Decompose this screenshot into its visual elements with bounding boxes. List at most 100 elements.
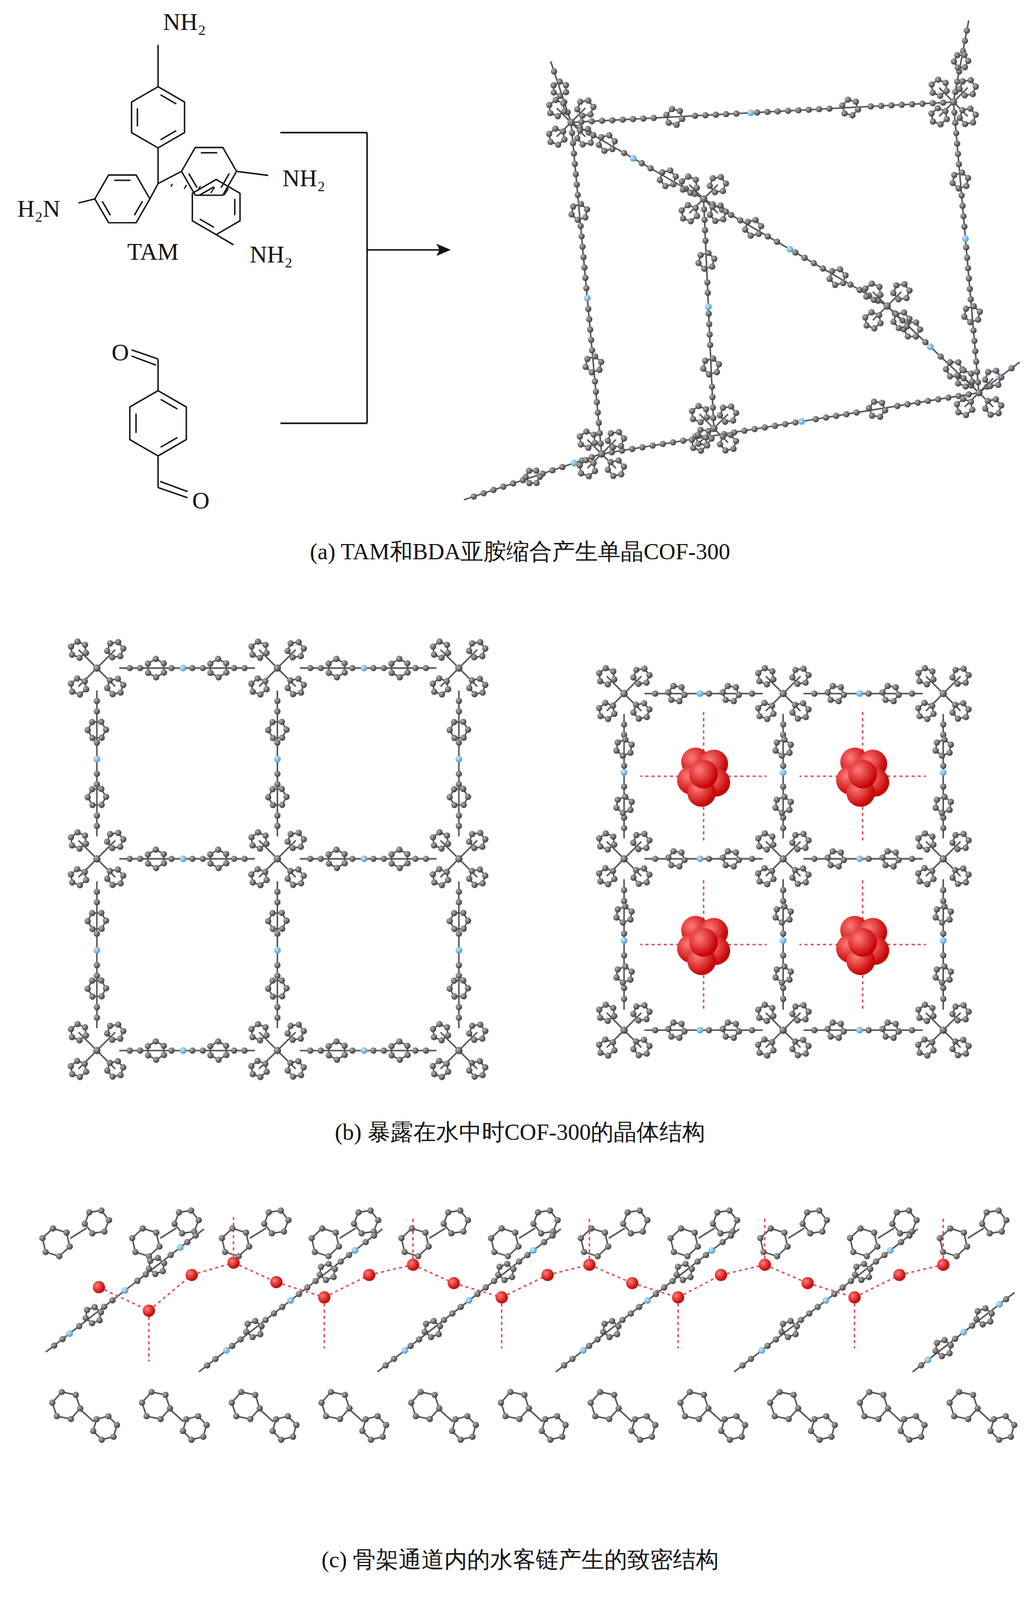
carbon-atom xyxy=(949,98,957,106)
carbon-atom xyxy=(717,173,725,181)
carbon-atom xyxy=(954,880,962,887)
carbon-atom xyxy=(114,1057,122,1065)
carbon-atom xyxy=(460,1228,467,1235)
carbon-atom xyxy=(479,1071,487,1079)
carbon-atom xyxy=(963,182,970,190)
nitrogen-atom xyxy=(926,343,934,351)
carbon-atom xyxy=(942,79,949,87)
carbon-atom xyxy=(780,783,787,790)
carbon-atom xyxy=(460,993,468,1000)
carbon-atom xyxy=(241,664,248,672)
carbon-atom xyxy=(730,862,738,870)
carbon-atom xyxy=(126,664,133,672)
carbon-atom xyxy=(949,1045,957,1053)
carbon-atom xyxy=(322,1412,330,1420)
carbon-atom xyxy=(215,655,222,663)
carbon-atom xyxy=(583,206,591,213)
carbon-atom xyxy=(284,1067,292,1074)
carbon-atom xyxy=(580,1248,588,1255)
carbon-atom xyxy=(426,1415,434,1423)
carbon-atom xyxy=(622,793,629,800)
carbon-atom xyxy=(732,1020,740,1027)
carbon-atom xyxy=(333,674,341,681)
carbon-atom xyxy=(263,840,271,847)
carbon-atom xyxy=(348,855,356,862)
carbon-atom xyxy=(890,862,897,870)
carbon-atom xyxy=(285,1216,292,1224)
carbon-atom xyxy=(265,726,272,734)
carbon-atom xyxy=(74,1057,81,1064)
carbon-atom xyxy=(452,1415,459,1423)
carbon-atom xyxy=(293,1421,300,1429)
carbon-atom xyxy=(109,690,116,698)
carbon-atom xyxy=(341,850,348,857)
hub-bond xyxy=(259,858,278,878)
carbon-atom xyxy=(76,1036,83,1044)
carbon-atom xyxy=(712,111,720,119)
carbon-atom xyxy=(648,1432,656,1440)
carbon-atom xyxy=(769,668,776,675)
carbon-atom xyxy=(862,285,869,292)
carbon-atom xyxy=(747,232,755,240)
carbon-atom xyxy=(764,233,771,240)
carbon-atom xyxy=(956,85,964,93)
carbon-atom xyxy=(789,839,796,847)
carbon-atom xyxy=(470,653,478,661)
carbon-atom xyxy=(940,886,947,894)
carbon-atom xyxy=(318,1399,326,1406)
carbon-atom xyxy=(709,414,717,422)
carbon-atom xyxy=(300,645,308,652)
hub-bond xyxy=(623,1030,642,1048)
carbon-atom xyxy=(770,875,777,883)
carbon-atom xyxy=(643,1050,651,1057)
carbon-atom xyxy=(932,804,940,811)
nitrogen-atom xyxy=(455,755,463,763)
carbon-atom xyxy=(286,1059,294,1067)
carbon-atom xyxy=(464,726,472,733)
carbon-atom xyxy=(106,867,114,875)
carbon-atom xyxy=(604,1242,612,1250)
carbon-atom xyxy=(755,704,762,712)
carbon-atom xyxy=(476,675,484,682)
carbon-atom xyxy=(466,1030,473,1037)
carbon-atom xyxy=(596,366,603,373)
carbon-atom xyxy=(611,710,618,718)
carbon-atom xyxy=(755,230,763,238)
carbon-atom xyxy=(954,64,961,71)
carbon-atom xyxy=(547,109,554,117)
carbon-atom xyxy=(842,272,849,279)
carbon-atom xyxy=(684,201,692,209)
carbon-atom xyxy=(916,1049,923,1056)
carbon-atom xyxy=(893,282,900,289)
double-bond xyxy=(136,108,139,127)
carbon-atom xyxy=(76,1073,84,1081)
carbon-atom xyxy=(222,1248,229,1255)
benzene-ring xyxy=(94,174,150,223)
carbon-atom xyxy=(933,739,941,746)
carbon-atom xyxy=(802,713,810,721)
carbon-atom xyxy=(870,398,878,406)
carbon-atom xyxy=(108,844,116,851)
nitrogen-atom xyxy=(360,855,367,862)
carbon-atom xyxy=(792,1037,799,1045)
carbon-atom xyxy=(964,265,972,272)
linker-bond xyxy=(619,1409,633,1422)
carbon-atom xyxy=(455,664,463,672)
nitrogen-atom xyxy=(696,1026,704,1033)
carbon-atom xyxy=(573,181,581,188)
carbon-atom xyxy=(103,1067,111,1074)
carbon-atom xyxy=(261,677,269,685)
carbon-atom xyxy=(382,1421,390,1429)
carbon-atom xyxy=(414,1252,422,1260)
carbon-atom xyxy=(171,1220,179,1227)
carbon-atom xyxy=(263,686,271,693)
carbon-atom xyxy=(152,846,159,853)
carbon-atom xyxy=(249,651,256,658)
carbon-atom xyxy=(827,861,835,869)
carbon-atom xyxy=(620,1220,627,1227)
linker-bond xyxy=(249,1227,267,1239)
carbon-atom xyxy=(640,115,647,122)
carbon-atom xyxy=(691,112,699,120)
carbon-atom xyxy=(835,697,843,705)
carbon-atom xyxy=(882,696,890,703)
